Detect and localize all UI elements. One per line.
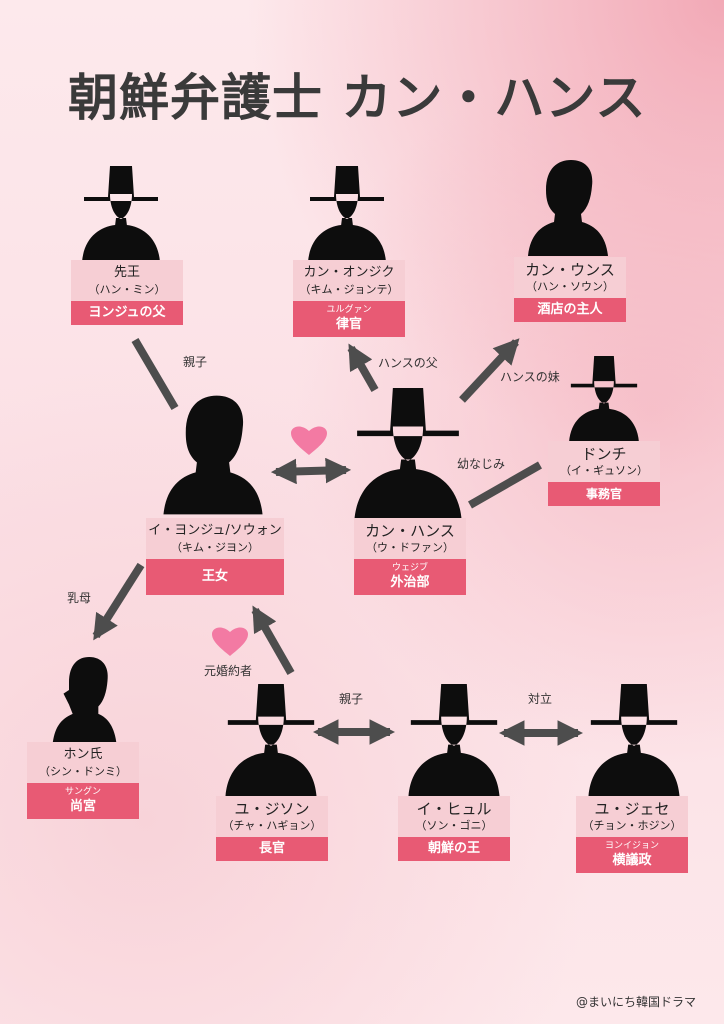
character-role: 王女 <box>201 569 228 584</box>
character-role: ヨンジュの父 <box>88 305 166 320</box>
character-name: カン・ハンス <box>365 522 455 540</box>
actor-name: （シン・ドンミ） <box>39 765 127 778</box>
actor-name: （ソン・ゴニ） <box>415 819 493 832</box>
card-jese: ユ・ジェセ （チョン・ホジン） ヨンイジョン 横議政 <box>576 796 688 873</box>
silhouette-woman-hon <box>52 657 117 745</box>
role-reading: サングン <box>64 787 101 797</box>
arrow-jison-yeonju <box>251 605 295 675</box>
character-role: 酒店の主人 <box>537 302 603 317</box>
silhouette-hat-man-seonwang <box>82 166 160 262</box>
character-role: 律官 <box>335 317 362 332</box>
arrow-hansu-onjik <box>347 343 379 392</box>
silhouette-hat-man-jison <box>225 684 317 796</box>
character-name: ホン氏 <box>63 747 103 762</box>
character-name: カン・オンジク <box>303 265 395 280</box>
card-hansu: カン・ハンス （ウ・ドファン） ウェジブ 外治部 <box>354 518 466 595</box>
arrow-yeonju-hansu <box>270 457 352 485</box>
character-name: ドンチ <box>581 445 627 463</box>
credit: @まいにち韓国ドラマ <box>575 995 696 1009</box>
actor-name: （ハン・ミン） <box>88 283 166 296</box>
character-name: 先王 <box>113 265 140 280</box>
relation-label-uba: 乳母 <box>67 591 92 605</box>
card-seonwang: 先王 （ハン・ミン） ヨンジュの父 <box>71 260 183 325</box>
actor-name: （イ・ギュソン） <box>560 464 648 477</box>
role-reading: ヨンイジョン <box>604 841 659 851</box>
relation-label-motokonyakusha: 元婚約者 <box>204 664 253 678</box>
arrow-hansu-unsu <box>459 338 520 403</box>
card-hon: ホン氏 （シン・ドンミ） サングン 尚宮 <box>27 742 139 819</box>
character-name: ユ・ジソン <box>234 800 310 818</box>
page-title: 朝鮮弁護士 カン・ハンス <box>68 69 647 127</box>
relation-label-tairitsu: 対立 <box>528 692 553 706</box>
character-name: カン・ウンス <box>525 261 615 279</box>
actor-name: （チョン・ホジン） <box>582 819 682 832</box>
card-yeonju: イ・ヨンジュ/ソウォン （キム・ジヨン） 王女 <box>146 518 284 595</box>
actor-name: （ハン・ソウン） <box>526 280 614 293</box>
character-name: イ・ヨンジュ/ソウォン <box>148 523 282 538</box>
card-unsu: カン・ウンス （ハン・ソウン） 酒店の主人 <box>514 257 626 322</box>
silhouette-hat-man-onjik <box>308 166 386 262</box>
actor-name: （キム・ジヨン） <box>171 541 259 554</box>
arrow-hansu-dongchi <box>468 461 542 509</box>
character-role: 長官 <box>258 841 285 856</box>
card-onjik: カン・オンジク （キム・ジョンテ） ユルグァン 律官 <box>293 260 405 337</box>
character-role: 横議政 <box>612 853 652 868</box>
card-jison: ユ・ジソン （チャ・ハギョン） 長官 <box>216 796 328 861</box>
actor-name: （キム・ジョンテ） <box>299 283 399 296</box>
character-role: 事務官 <box>585 487 622 501</box>
character-role: 朝鮮の王 <box>427 841 480 856</box>
silhouette-woman-unsu <box>528 160 608 256</box>
actor-name: （チャ・ハギョン） <box>222 819 322 832</box>
role-reading: ウェジブ <box>391 563 428 573</box>
silhouette-woman-yeonju <box>163 395 263 515</box>
relation-label-oyako: 親子 <box>183 355 208 369</box>
arrow-yeonju-hon <box>92 562 145 641</box>
character-role: 尚宮 <box>69 799 96 814</box>
silhouette-hat-man-hansu <box>354 388 462 520</box>
character-name: ユ・ジェセ <box>594 800 670 818</box>
arrow-seonwang-yeonju <box>131 337 179 411</box>
silhouette-hat-man-jese <box>588 684 680 796</box>
actor-name: （ウ・ドファン） <box>366 541 454 554</box>
relation-label-oyako: 親子 <box>339 692 364 706</box>
character-name: イ・ヒュル <box>416 800 492 818</box>
relation-label-osananajimi: 幼なじみ <box>457 457 506 471</box>
role-reading: ユルグァン <box>326 305 372 315</box>
relation-label-hansu-sister: ハンスの妹 <box>500 370 560 384</box>
silhouette-hat-man-dongchi <box>569 356 639 442</box>
heart-icon <box>212 627 248 656</box>
heart-icon <box>291 426 327 455</box>
silhouette-hat-man-hyul <box>408 684 500 796</box>
card-dongchi: ドンチ （イ・ギュソン） 事務官 <box>548 441 660 506</box>
character-role: 外治部 <box>390 575 430 590</box>
card-hyul: イ・ヒュル （ソン・ゴニ） 朝鮮の王 <box>398 796 510 861</box>
relation-label-hansu-father: ハンスの父 <box>378 356 438 370</box>
